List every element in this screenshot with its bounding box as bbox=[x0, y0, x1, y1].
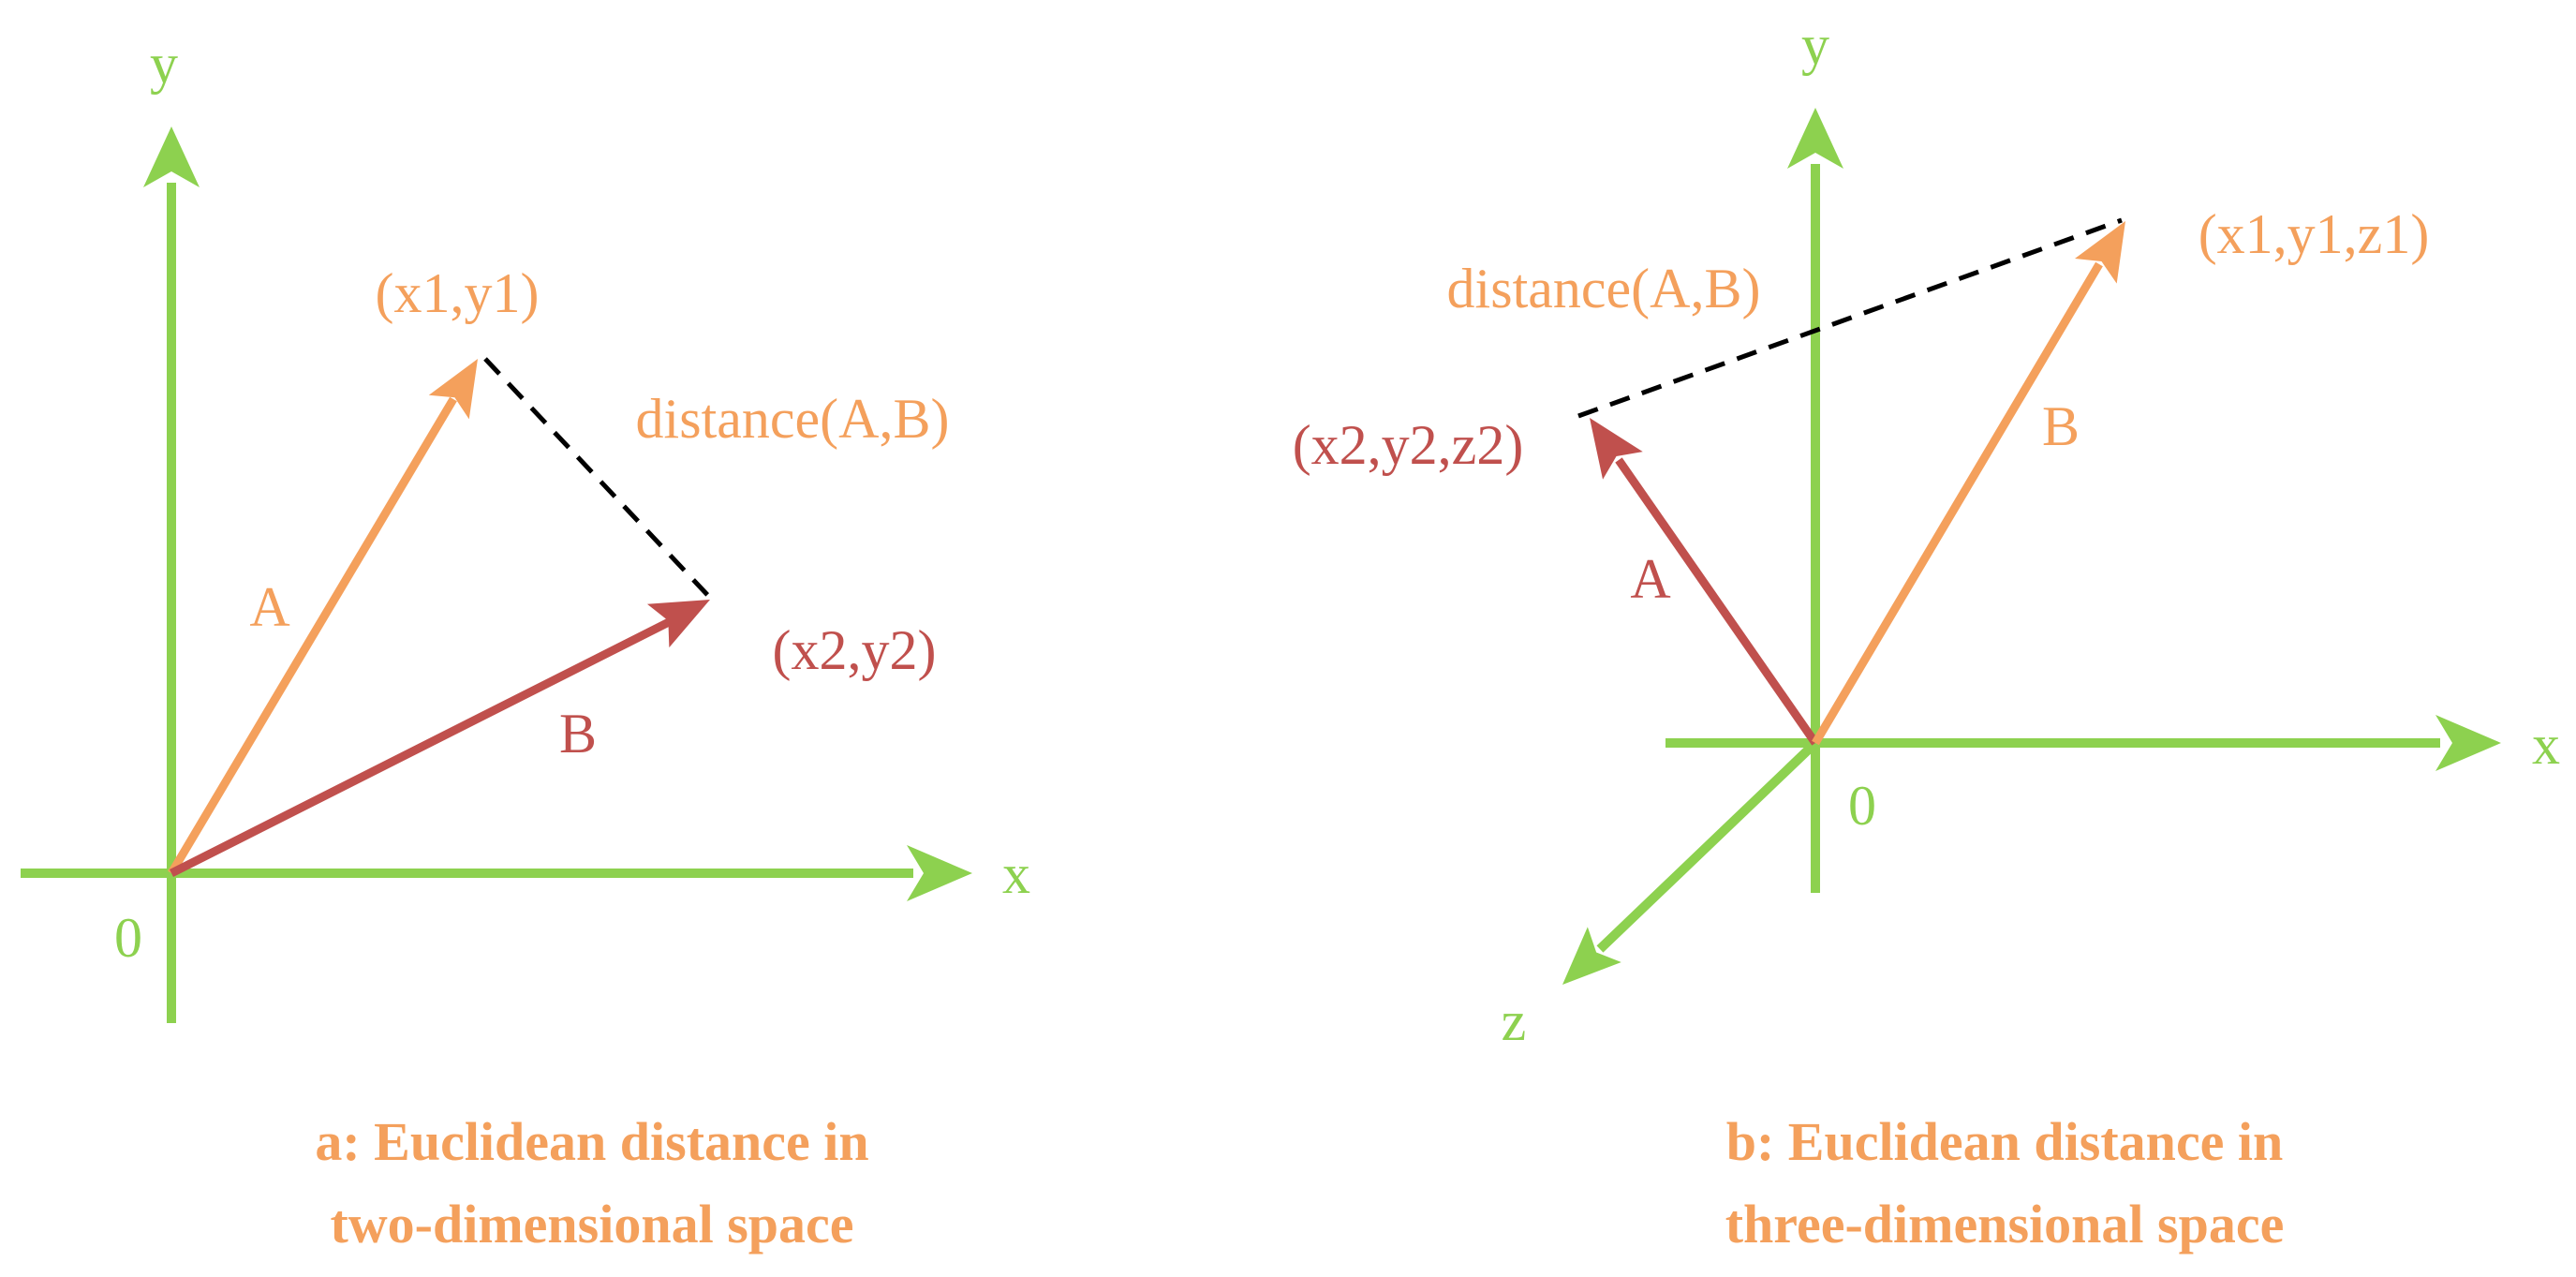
panel-a-vector-b bbox=[169, 600, 710, 878]
panel-a-caption-line-2: two-dimensional space bbox=[330, 1194, 853, 1255]
panel-b-3d: y x z 0 A B (x1,y1,z1) (x2,y2,z2) distan… bbox=[1293, 14, 2560, 1255]
panel-b-y-axis bbox=[1787, 108, 1843, 893]
panel-b-vector-b-label: B bbox=[2042, 395, 2080, 457]
panel-b-vector-b bbox=[1812, 221, 2125, 746]
panel-b-caption-line-1: b: Euclidean distance in bbox=[1726, 1111, 2284, 1172]
panel-a-distance-line bbox=[483, 357, 714, 601]
panel-b-vector-b-arrowhead bbox=[2074, 221, 2125, 284]
panel-a-y-arrowhead bbox=[143, 126, 200, 187]
panel-a-origin-label: 0 bbox=[114, 907, 142, 969]
panel-b-point-1-label: (x1,y1,z1) bbox=[2198, 203, 2430, 265]
panel-b-distance-line bbox=[1577, 217, 2123, 419]
panel-a-x-axis-label: x bbox=[1002, 843, 1030, 905]
panel-a-y-axis bbox=[143, 126, 200, 1023]
panel-b-vector-a-label: A bbox=[1630, 548, 1670, 610]
panel-b-origin-label: 0 bbox=[1848, 775, 1876, 837]
panel-b-distance-label: distance(A,B) bbox=[1447, 258, 1761, 319]
panel-a-vector-a-arrowhead bbox=[428, 359, 478, 420]
panel-a-caption-line-1: a: Euclidean distance in bbox=[315, 1111, 868, 1172]
panel-a-vector-b-arrowhead bbox=[646, 600, 710, 648]
panel-b-z-arrowhead bbox=[1562, 927, 1621, 985]
panel-b-z-axis bbox=[1562, 739, 1819, 985]
panel-b-x-axis bbox=[1666, 715, 2501, 771]
panel-b-x-axis-label: x bbox=[2532, 714, 2560, 776]
panel-b-vector-a-arrowhead bbox=[1590, 418, 1643, 480]
panel-a-vector-a-label: A bbox=[249, 576, 289, 638]
panel-b-y-arrowhead bbox=[1787, 108, 1843, 169]
panel-a-vector-b-label: B bbox=[559, 703, 597, 765]
panel-a-x-axis bbox=[21, 845, 972, 901]
panel-b-y-axis-label: y bbox=[1801, 14, 1829, 76]
panel-a-point-2-label: (x2,y2) bbox=[773, 619, 937, 681]
panel-b-caption-line-2: three-dimensional space bbox=[1725, 1194, 2285, 1255]
panel-a-distance-label: distance(A,B) bbox=[636, 388, 950, 450]
panel-a-vector-a bbox=[168, 359, 478, 876]
panel-b-vector-a bbox=[1590, 418, 1819, 746]
panel-a-y-axis-label: y bbox=[150, 33, 178, 95]
panel-b-z-axis-label: z bbox=[1502, 990, 1527, 1052]
panel-a-2d: y x 0 A B (x1,y1) (x2,y2) distance(A,B) … bbox=[21, 33, 1030, 1255]
panel-b-x-arrowhead bbox=[2435, 715, 2501, 771]
panel-b-point-2-label: (x2,y2,z2) bbox=[1293, 414, 1524, 476]
panel-a-point-1-label: (x1,y1) bbox=[376, 262, 540, 324]
panel-a-x-arrowhead bbox=[907, 845, 972, 901]
